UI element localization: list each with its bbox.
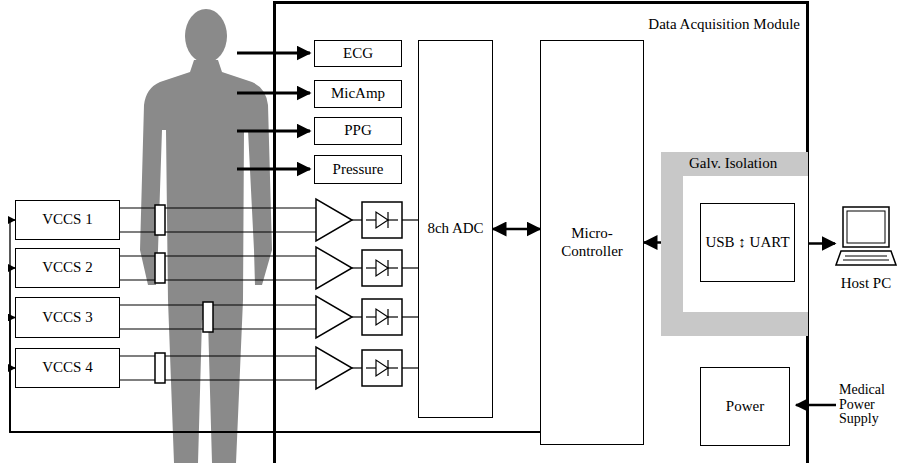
wire [402,219,418,220]
diode-symbol [376,260,388,276]
node-label: Power [726,398,764,415]
diode-symbol [376,360,388,376]
amplifier-symbol [316,247,352,289]
vccs-box: VCCS 3 [15,297,120,338]
node-label: Pressure [333,161,384,178]
wire [120,328,318,329]
microcontroller-box: Micro- Controller [540,40,644,445]
node-label: ECG [343,45,373,62]
wire [120,355,318,356]
diode-bar [387,309,388,325]
node-label: VCCS 2 [42,259,92,276]
rectifier-box [362,299,402,335]
node-label: Galv. Isolation [689,155,777,172]
ecg-box: ECG [314,40,402,67]
diode-bar [387,260,388,276]
wire [120,379,318,380]
host-pc: Host PC [835,205,897,300]
wire [402,316,418,317]
wire [402,267,418,268]
node-label: Micro- Controller [541,225,643,260]
node-label: MicAmp [331,85,385,102]
wire [120,304,318,305]
module-housing: Data Acquisition ModuleECG MicAmpPPG Press… [273,1,809,463]
node-label: Host PC [835,275,897,292]
node-label: PPG [344,122,372,139]
amplifier-symbol [316,199,352,241]
connector [493,228,540,231]
resistor-symbol [155,353,165,383]
amplifier-symbol [316,296,352,338]
pressure-box: Pressure [314,155,402,184]
micamp-box: MicAmp [314,80,402,108]
laptop-icon [835,205,897,273]
vccs-box: VCCS 4 [15,348,120,388]
resistor-symbol [155,253,165,283]
ppg-box: PPG [314,117,402,145]
power-box: Power [700,367,790,446]
vccs-box: VCCS 2 [15,248,120,288]
power-input-arrow [796,404,836,407]
usb-uart-box: USB ↕ UART [700,203,795,282]
diode-bar [387,360,388,376]
node-label: Data Acquisition Module [648,16,800,33]
resistor-symbol [155,205,165,235]
wire [352,219,362,220]
node-label: 8ch ADC [423,220,487,237]
isolation-band: Galv. IsolationUSB ↕ UART [661,152,808,336]
node-label: VCCS 1 [42,211,92,228]
rectifier-box [362,250,402,286]
amplifier-symbol [316,347,352,389]
wire [120,255,318,256]
impedance-channels [120,199,418,389]
wire [352,316,362,317]
power-supply-label: Medical Power Supply [839,383,899,427]
wire [120,231,318,232]
rectifier-box [362,202,402,238]
node-label: VCCS 4 [42,359,92,376]
node-label: USB ↕ UART [705,234,789,251]
wire [402,367,418,368]
vccs-box: VCCS 1 [15,200,120,240]
adc-box: 8ch ADC [418,40,493,418]
diode-bar [387,212,388,228]
wire [120,207,318,208]
wire [120,279,318,280]
rectifier-box [362,350,402,386]
diode-symbol [376,309,388,325]
node-label: VCCS 3 [42,309,92,326]
diode-symbol [376,212,388,228]
wire [352,367,362,368]
resistor-symbol [203,302,213,332]
wire [352,267,362,268]
human-silhouette [140,9,272,463]
